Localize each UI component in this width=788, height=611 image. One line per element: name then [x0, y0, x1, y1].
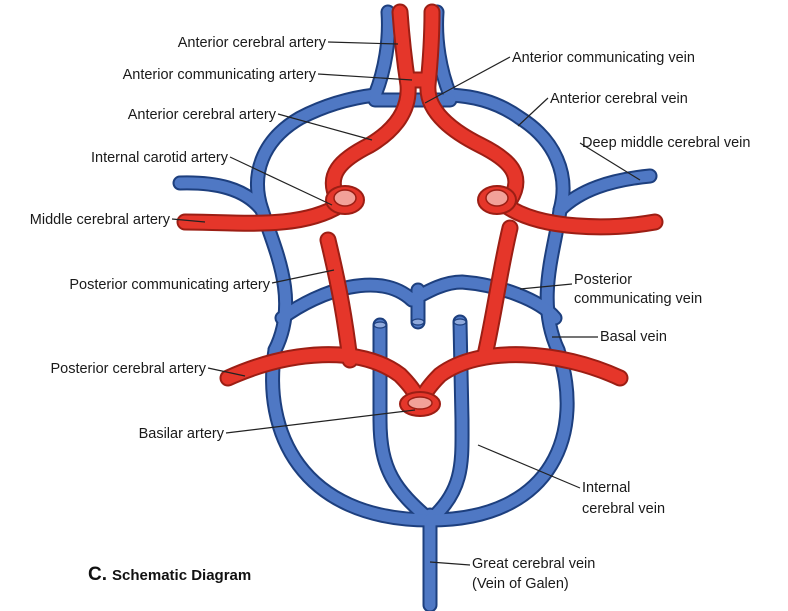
internal-carotid-left-end	[326, 186, 364, 214]
label-posterior-communicating-artery: Posterior communicating artery	[69, 277, 270, 293]
label-posterior-communicating-vein-line2: communicating vein	[574, 291, 702, 307]
internal-carotid-right-end	[478, 186, 516, 214]
caption: C. Schematic Diagram	[88, 564, 251, 585]
label-anterior-communicating-artery: Anterior communicating artery	[123, 67, 317, 83]
label-internal-carotid-artery: Internal carotid artery	[91, 150, 229, 166]
basilar-artery-end	[400, 392, 440, 416]
label-anterior-cerebral-artery-top: Anterior cerebral artery	[178, 35, 327, 51]
caption-title: Schematic Diagram	[112, 567, 251, 584]
label-anterior-communicating-vein: Anterior communicating vein	[512, 50, 695, 66]
label-internal-cerebral-vein-line1: Internal	[582, 480, 630, 496]
label-posterior-cerebral-artery: Posterior cerebral artery	[50, 361, 206, 377]
label-anterior-cerebral-artery-2: Anterior cerebral artery	[128, 107, 277, 123]
label-great-cerebral-vein-line1: Great cerebral vein	[472, 556, 595, 572]
label-deep-middle-cerebral-vein: Deep middle cerebral vein	[582, 135, 750, 151]
label-basilar-artery: Basilar artery	[139, 426, 225, 442]
caption-letter: C.	[88, 564, 107, 585]
label-posterior-communicating-vein-line1: Posterior	[574, 272, 632, 288]
label-great-cerebral-vein-line2: (Vein of Galen)	[472, 576, 569, 592]
label-internal-cerebral-vein-line2: cerebral vein	[582, 501, 665, 517]
label-basal-vein: Basal vein	[600, 329, 667, 345]
label-middle-cerebral-artery: Middle cerebral artery	[30, 212, 171, 228]
label-anterior-cerebral-vein: Anterior cerebral vein	[550, 91, 688, 107]
vein-paths-segment-9	[560, 176, 650, 210]
